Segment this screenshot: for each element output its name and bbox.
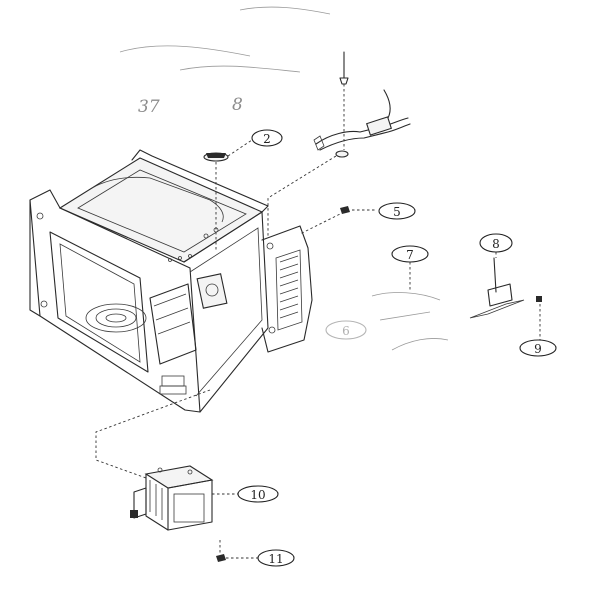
callout-5: 5	[378, 202, 416, 220]
callout-7: 7	[391, 245, 429, 263]
callout-11-label: 11	[268, 552, 283, 566]
screw-part-11	[216, 554, 226, 562]
callout-8: 8	[479, 233, 513, 253]
callout-2-label: 2	[263, 132, 271, 146]
latch-bracket-part-8	[469, 257, 542, 319]
thermostat-part	[203, 152, 229, 162]
callout-9-label: 9	[534, 342, 542, 356]
wire-harness	[313, 51, 411, 158]
screw-part-5	[340, 206, 350, 214]
callout-6: 6	[325, 320, 367, 340]
callout-8-label: 8	[492, 237, 500, 251]
callout-9: 9	[519, 339, 557, 357]
faint-background-marks: 37 8	[119, 6, 331, 117]
callout-6-label: 6	[342, 324, 350, 338]
callout-10: 10	[237, 485, 279, 503]
callout-10-label: 10	[250, 488, 265, 502]
leader-lines	[95, 84, 541, 559]
callout-7-label: 7	[406, 248, 414, 262]
ghost-mark-2: 8	[232, 95, 243, 115]
microwave-cabinet	[29, 149, 313, 413]
callout-2: 2	[251, 129, 283, 147]
magnetron-part-10	[130, 465, 214, 531]
callout-11: 11	[257, 549, 295, 567]
faint-bracket-part-7	[371, 292, 449, 351]
ghost-mark-1: 37	[138, 97, 160, 117]
callout-5-label: 5	[393, 205, 401, 219]
